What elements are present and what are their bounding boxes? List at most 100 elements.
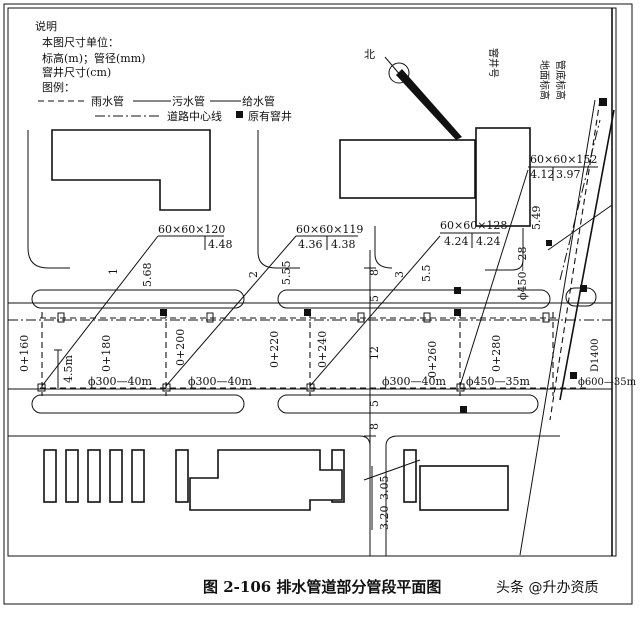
curb-nw — [27, 130, 70, 269]
legend-rain-label: 雨水管 — [91, 94, 124, 108]
station-0200: 0+200 — [174, 329, 187, 366]
existing-well-8 — [570, 372, 577, 379]
column-headers: 窨井号 地面标高 管底标高 — [487, 48, 567, 100]
shed-6 — [175, 449, 189, 503]
building-north-annex — [475, 127, 531, 227]
bottom-elev-2: 3.20 — [378, 506, 391, 531]
pipe-label-4: ϕ450—35m — [466, 375, 530, 388]
notes-line-elev: 标高(m)；管径(mm) — [42, 51, 145, 65]
trunk-centerline — [559, 119, 601, 281]
existing-well-4 — [454, 309, 461, 316]
median-north-left — [31, 289, 245, 309]
notes-line-well: 窨井尺寸(cm) — [42, 65, 111, 79]
leader-no-1: 1 — [107, 268, 120, 275]
pipe-label-3: ϕ300—40m — [382, 375, 446, 388]
pipe-label-5: ϕ600—35m — [578, 377, 637, 388]
existing-well-1 — [160, 309, 167, 316]
dim-8-north: 8 — [368, 269, 381, 276]
building-nw — [51, 129, 211, 211]
header-ground-elev: 地面标高 — [538, 60, 551, 100]
north-circle — [388, 62, 410, 84]
well-tag-2: 60×60×119 4.36 4.38 — [296, 223, 363, 251]
inlet-box-5 — [542, 312, 550, 323]
curb-n-mid — [257, 130, 300, 269]
dim-12: 12 — [368, 346, 381, 360]
header-pipe-bottom: 管底标高 — [554, 60, 567, 100]
leader-elev-4: 5.49 — [530, 206, 543, 231]
watermark: 头条 @升办资质 — [496, 579, 598, 596]
medians — [31, 287, 597, 414]
figure-caption: 图 2-106 排水管道部分管段平面图 — [203, 578, 441, 596]
notes-heading: 说明 — [35, 19, 57, 33]
legend-water-label: 给水管 — [242, 94, 275, 108]
leader-elev-3: 5.5 — [420, 265, 433, 283]
pipe-labels: ϕ300—40m ϕ300—40m ϕ300—40m ϕ450—35m ϕ600… — [88, 247, 637, 389]
header-well-no: 窨井号 — [487, 48, 500, 78]
leader-2 — [165, 235, 297, 387]
shed-2 — [65, 449, 79, 503]
leader-labels: 1 5.68 2 5.55 3 5.5 5.49 — [107, 206, 543, 288]
leader-no-3: 3 — [393, 271, 406, 278]
notes-line-units: 本图尺寸单位： — [42, 35, 119, 49]
manhole-1 — [37, 383, 46, 392]
legend-road-label: 道路中心线 — [167, 109, 222, 123]
existing-well-2 — [304, 309, 311, 316]
existing-well-9 — [599, 98, 607, 106]
median-north-right — [277, 289, 551, 309]
dimension-chain: 8 5 12 5 8 4.5m 3.05 3.20 — [54, 250, 421, 531]
pipe-label-d1400: D1400 — [590, 339, 601, 372]
trunk-road-edge — [519, 99, 596, 556]
building-south — [189, 449, 343, 511]
building-se — [419, 465, 509, 511]
inlet-box-2 — [206, 312, 214, 323]
stations: 0+160 0+180 0+200 0+220 0+240 0+260 0+28… — [18, 329, 503, 378]
station-0220: 0+220 — [268, 331, 281, 368]
shed-8 — [403, 449, 417, 503]
building-north — [339, 139, 476, 199]
pipe-label-2: ϕ300—40m — [188, 375, 252, 388]
branch-line — [547, 204, 613, 251]
well-4-size: 60×60×152 — [530, 153, 597, 166]
well-4-elev-a: 4.12 — [530, 168, 555, 181]
existing-well-6 — [546, 240, 552, 246]
shed-3 — [87, 449, 101, 503]
north-arrow: 北 — [364, 48, 462, 140]
curb-ne — [485, 228, 524, 271]
well-tag-3: 60×60×128 4.24 4.24 — [440, 219, 507, 248]
manhole-3 — [306, 383, 315, 392]
well-2-elev-b: 4.38 — [331, 238, 356, 251]
well-3-elev-a: 4.24 — [444, 235, 469, 248]
buildings — [43, 127, 531, 511]
well-3-elev-b: 4.24 — [476, 235, 501, 248]
well-tag-4: 60×60×152 4.12 3.97 — [528, 153, 598, 181]
notes-line-legend: 图例： — [42, 80, 75, 94]
drawing-border — [3, 3, 633, 605]
station-0280: 0+280 — [490, 335, 503, 372]
station-0240: 0+240 — [316, 331, 329, 368]
well-1-size: 60×60×120 — [158, 223, 225, 236]
legend-sewage-label: 污水管 — [172, 94, 205, 108]
bottom-leader — [363, 459, 421, 481]
leader-3 — [309, 235, 441, 387]
existing-well-7 — [580, 285, 587, 292]
building-sw-row — [43, 449, 417, 503]
median-south-left — [31, 394, 245, 414]
curb-n-mid2 — [374, 226, 393, 269]
existing-well-5 — [460, 406, 467, 413]
pipe-network — [8, 98, 615, 556]
well-4-elev-b: 3.97 — [556, 168, 581, 181]
dim-5-south: 5 — [368, 400, 381, 407]
well-2-size: 60×60×119 — [296, 223, 363, 236]
station-0160: 0+160 — [18, 335, 31, 372]
pipe-label-top: ϕ450—28 — [516, 247, 529, 301]
well-3-size: 60×60×128 — [440, 219, 507, 232]
trunk-main-diagonal — [559, 109, 615, 401]
leader-4 — [459, 169, 529, 387]
leader-no-2: 2 — [247, 271, 260, 278]
legend-well-icon — [236, 111, 243, 118]
pipe-label-1: ϕ300—40m — [88, 375, 152, 388]
station-0260: 0+260 — [426, 341, 439, 378]
legend-well-label: 原有窨井 — [248, 109, 292, 123]
